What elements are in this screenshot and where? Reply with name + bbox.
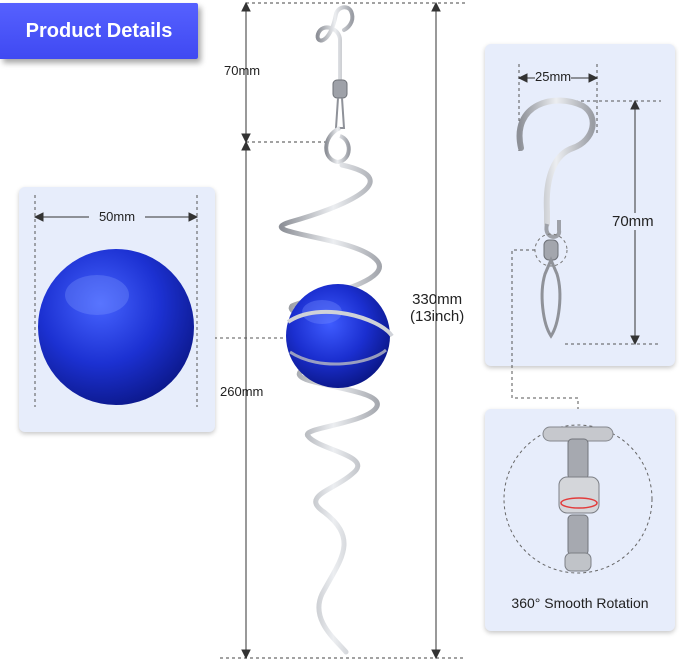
hook-detail-panel: 25mm 70mm [485, 44, 675, 366]
total-height-label: 330mm (13inch) [410, 291, 464, 325]
s-hook [315, 5, 355, 82]
total-height-mm: 330mm [412, 291, 463, 308]
spinner-ball [286, 284, 390, 388]
hook-width-label: 25mm [535, 69, 572, 84]
ball-large [38, 249, 194, 405]
hook-height-arrow [241, 1, 251, 144]
badge-title: Product Details [25, 19, 173, 42]
swivel-drawing [503, 424, 653, 574]
total-height-arrow [431, 1, 441, 660]
total-height-inch: (13inch) [410, 308, 465, 325]
hook-detail-drawing [516, 64, 661, 346]
body-height-arrow [241, 140, 251, 660]
rotation-detail-panel: 360° Smooth Rotation [485, 409, 675, 631]
product-details-badge: Product Details [0, 3, 198, 59]
hook-height-label: 70mm [224, 63, 261, 78]
ball-detail-panel: 50mm [19, 187, 215, 432]
body-height-label: 260mm [220, 384, 264, 399]
hook-detail-height-label: 70mm [610, 213, 656, 230]
spiral-wire [278, 162, 388, 655]
ball-width-label: 50mm [89, 209, 145, 224]
rotation-caption: 360° Smooth Rotation [511, 595, 649, 611]
ball-detail-drawing [33, 195, 199, 407]
